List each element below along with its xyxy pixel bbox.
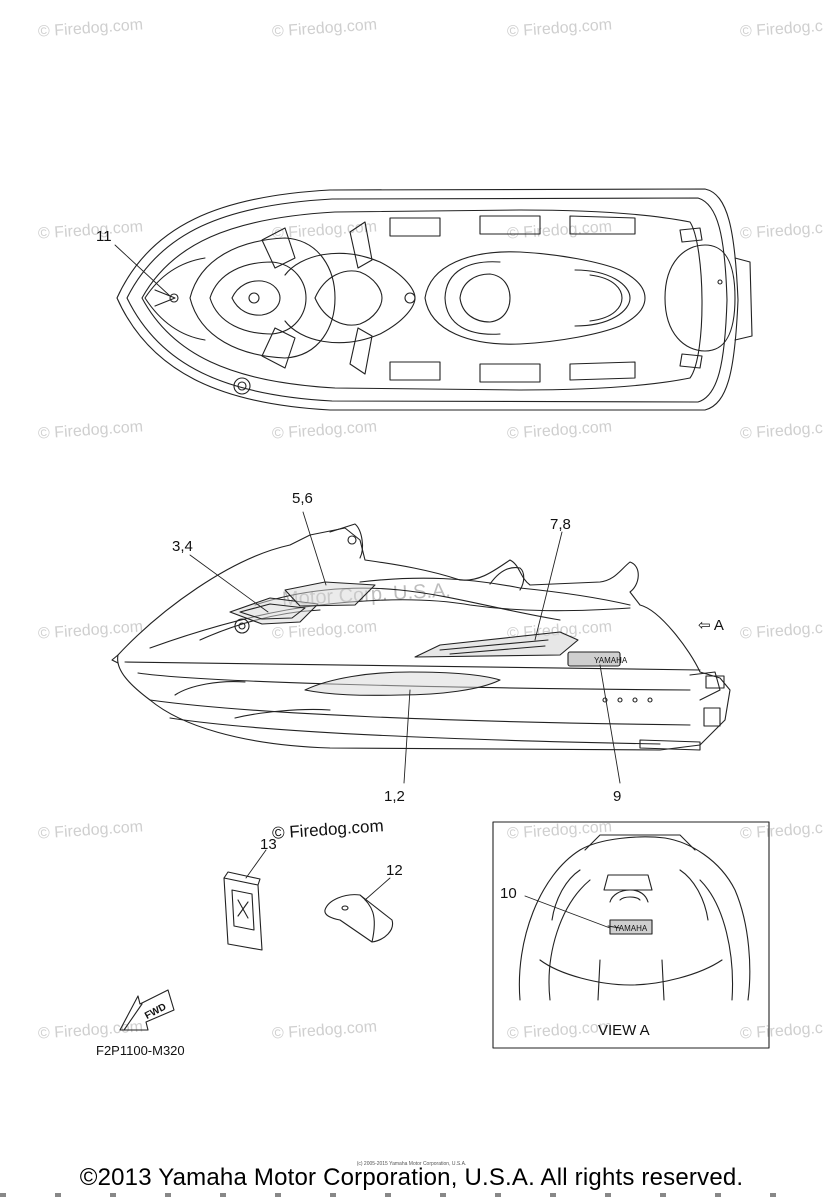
view-a-box [492,821,770,1049]
top-view-hull [116,188,753,411]
callout-5-6: 5,6 [292,490,313,507]
decal-yamaha-side: YAMAHA [594,656,628,665]
bottom-edge-dots [0,1193,823,1197]
fwd-label: FWD [143,1002,168,1022]
callout-13: 13 [260,836,277,853]
view-a-label: VIEW A [598,1022,650,1039]
callout-11: 11 [96,228,112,245]
callout-10: 10 [500,885,517,902]
part-13-pouch [223,871,263,951]
view-a-arrow: ⇦ A [698,617,724,634]
callout-12: 12 [386,862,403,879]
callout-leaders [114,244,621,929]
callout-9: 9 [613,788,622,805]
callout-7-8: 7,8 [550,516,571,533]
side-view-hull [111,523,731,751]
copyright-footer: ©2013 Yamaha Motor Corporation, U.S.A. A… [79,1164,744,1191]
part-12-sleeve [324,894,394,943]
callout-3-4: 3,4 [172,538,193,555]
diagram-part-number: F2P1100-M320 [96,1043,185,1058]
callout-1-2: 1,2 [384,788,405,805]
tiny-notice: (c) 2005-2015 Yamaha Motor Corporation, … [356,1161,467,1167]
decal-yamaha-stern: YAMAHA [614,924,648,933]
fwd-arrow-icon [119,989,175,1031]
